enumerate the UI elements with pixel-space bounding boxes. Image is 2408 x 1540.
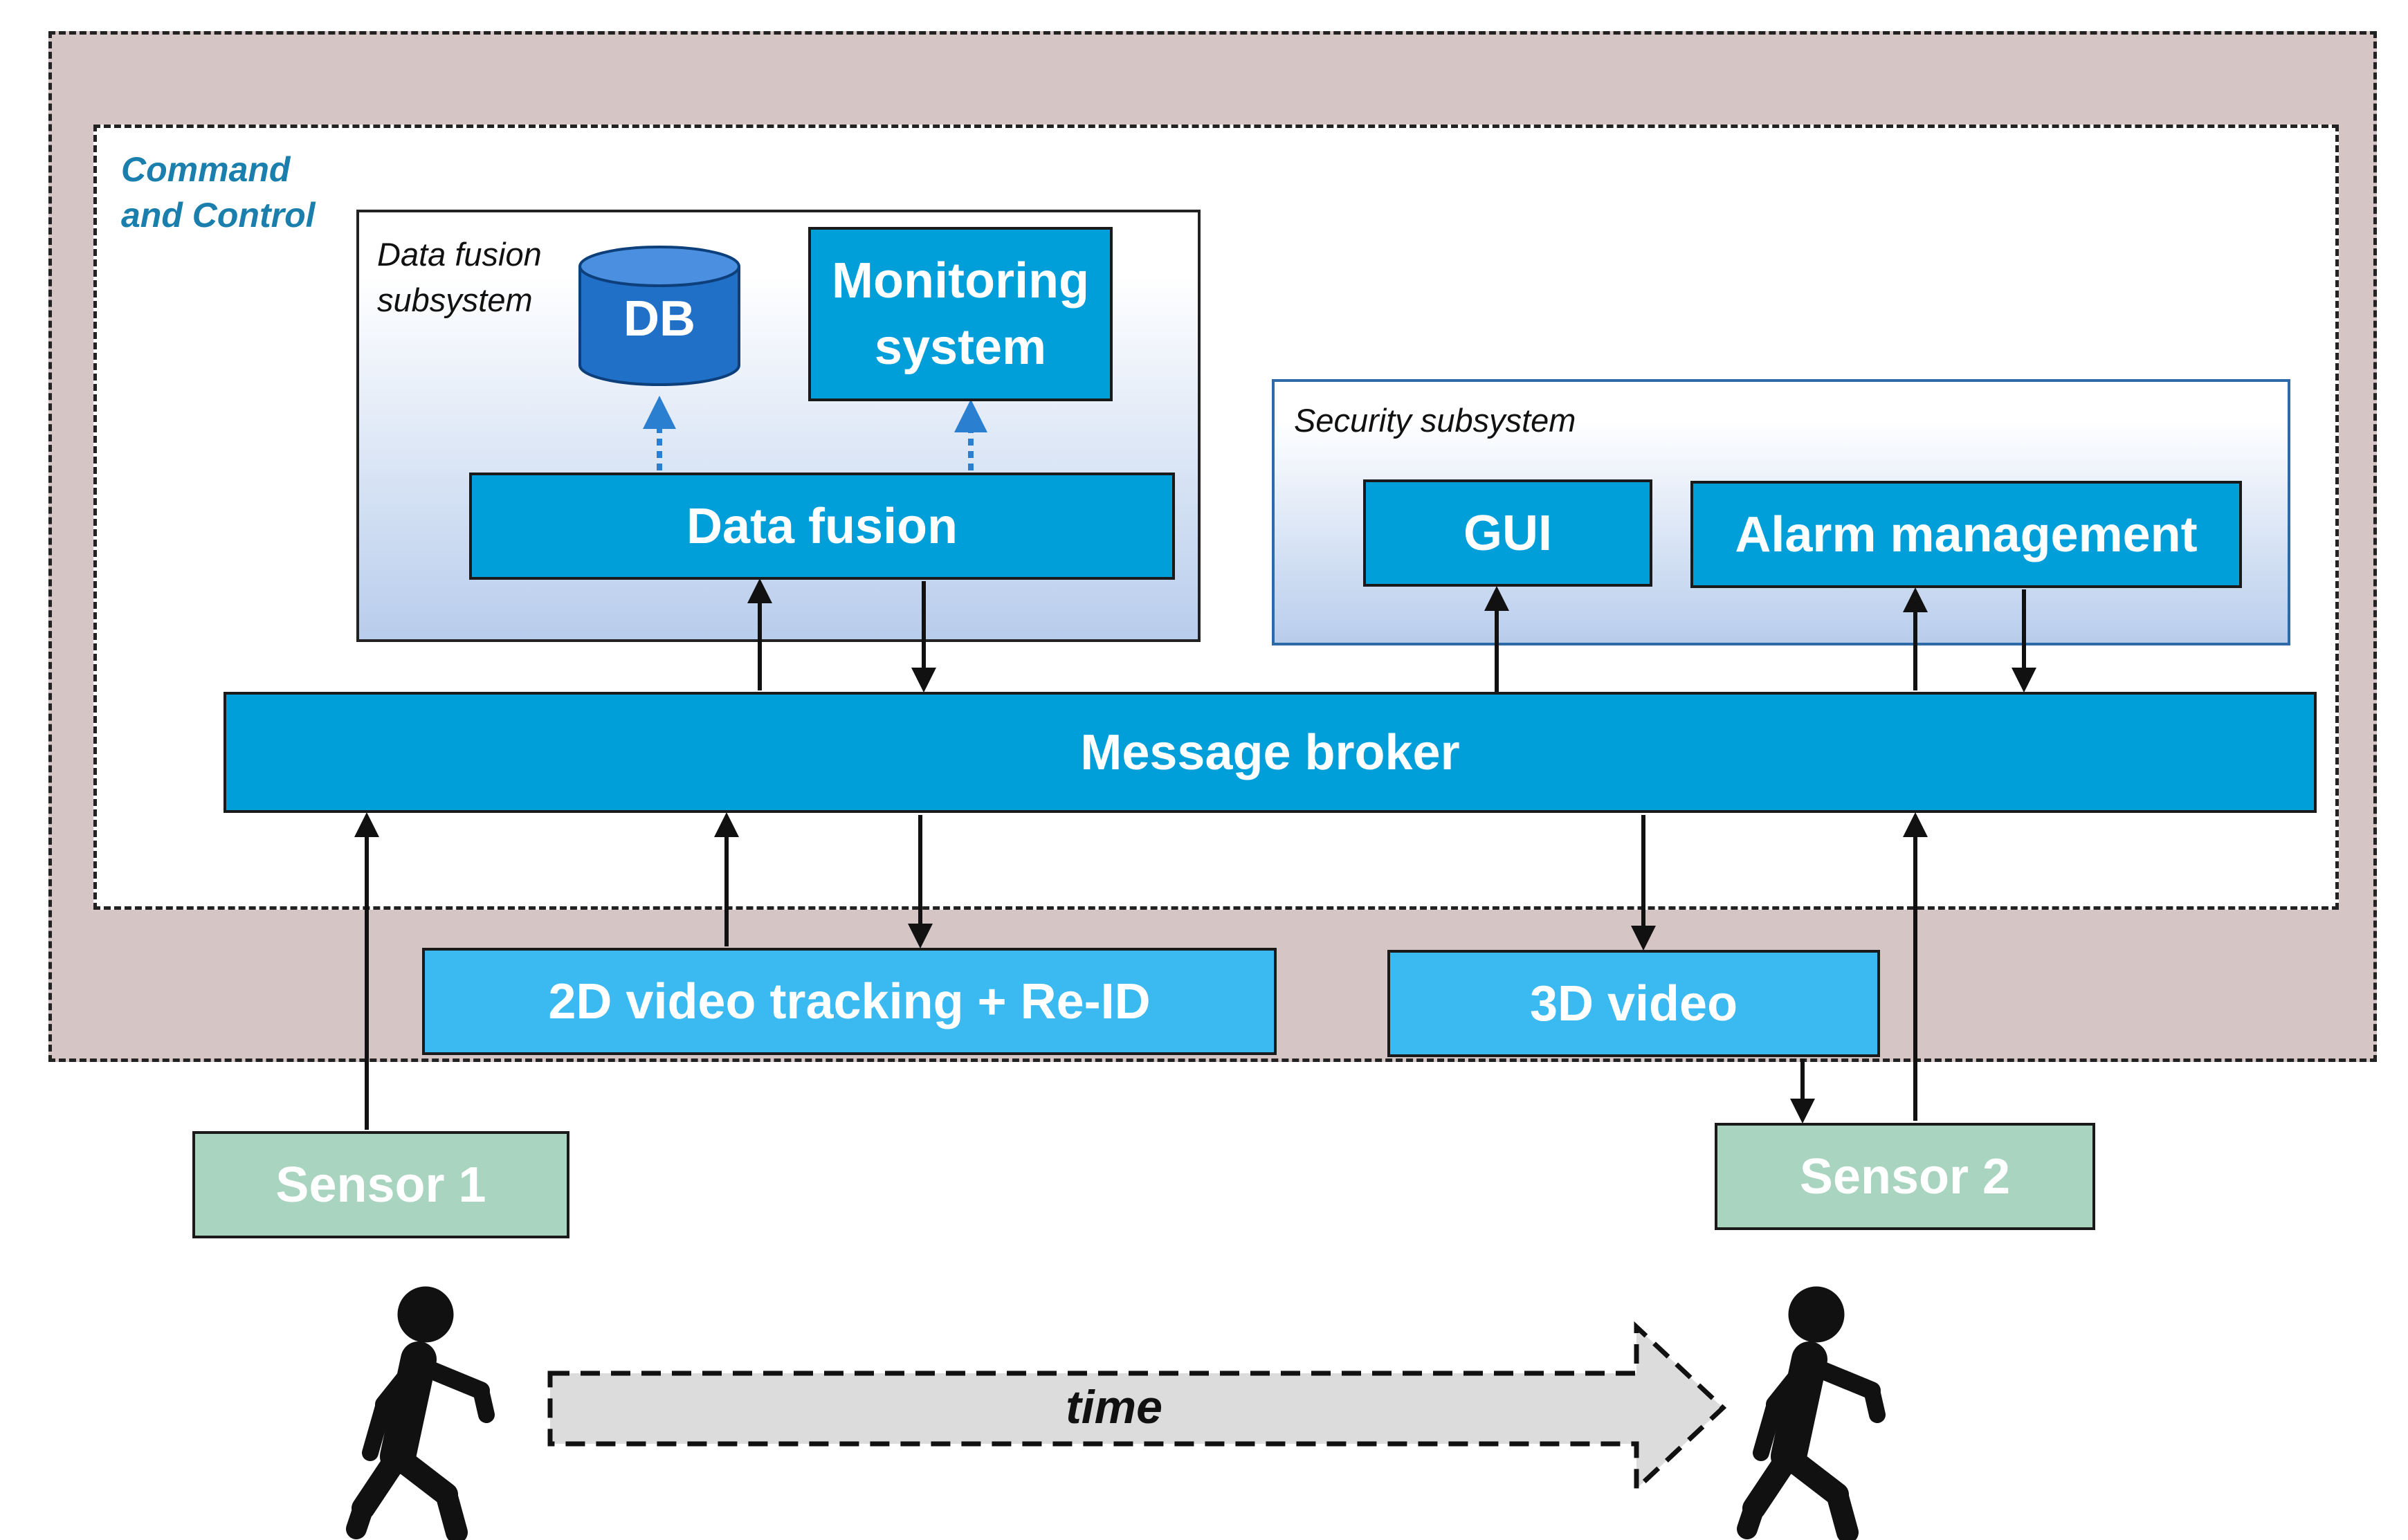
- command-control-label-line1: Command: [121, 150, 291, 189]
- data-fusion-subsystem-label-line1: Data fusion: [377, 236, 542, 273]
- database-icon: [578, 246, 740, 386]
- video3d-label: 3D video: [1529, 975, 1738, 1032]
- gui-box: GUI: [1363, 479, 1652, 587]
- data-fusion-subsystem-label: Data fusion subsystem: [377, 232, 542, 323]
- time-arrow-icon: [547, 1321, 1727, 1495]
- message-broker-box: Message broker: [224, 692, 2317, 813]
- sensor1-box: Sensor 1: [192, 1131, 569, 1238]
- command-control-label-line2: and Control: [121, 196, 316, 235]
- alarm-management-box: Alarm management: [1690, 481, 2242, 588]
- video2d-tracking-box: 2D video tracking + Re-ID: [422, 948, 1277, 1055]
- data-fusion-box: Data fusion: [469, 473, 1175, 580]
- video3d-box: 3D video: [1387, 950, 1880, 1057]
- command-control-label: Command and Control: [121, 147, 316, 238]
- monitoring-system-box: Monitoring system: [808, 227, 1113, 401]
- message-broker-label: Message broker: [1080, 724, 1460, 780]
- sensor2-label: Sensor 2: [1799, 1148, 2011, 1204]
- data-fusion-label: Data fusion: [686, 498, 958, 554]
- data-fusion-subsystem-label-line2: subsystem: [377, 282, 533, 318]
- db-label: DB: [623, 291, 695, 347]
- video2d-label: 2D video tracking + Re-ID: [548, 973, 1151, 1029]
- time-label: time: [1066, 1381, 1162, 1433]
- monitoring-label-line1: Monitoring: [832, 253, 1089, 309]
- sensor2-box: Sensor 2: [1715, 1123, 2095, 1230]
- walking-person-icon: [346, 1286, 495, 1540]
- gui-label: GUI: [1463, 505, 1552, 561]
- sensor1-label: Sensor 1: [275, 1157, 486, 1213]
- alarm-management-label: Alarm management: [1735, 506, 2198, 562]
- security-subsystem-label: Security subsystem: [1294, 402, 1576, 439]
- walking-person-icon: [1737, 1286, 1886, 1540]
- monitoring-label-line2: system: [874, 320, 1047, 375]
